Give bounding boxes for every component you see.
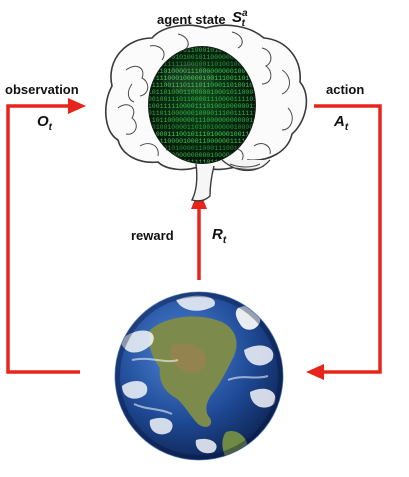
binary-row: 1111100111011101100011010010011000 bbox=[144, 82, 277, 89]
reward-arrow bbox=[191, 189, 207, 280]
action-symbol: At bbox=[334, 113, 348, 133]
observation-symbol-sub: t bbox=[48, 122, 53, 133]
observation-label: observation bbox=[5, 82, 79, 97]
reward-label: reward bbox=[131, 228, 174, 243]
binary-row: 0101101000110000010001011000000110 bbox=[144, 89, 277, 96]
observation-arrow bbox=[6, 98, 86, 374]
binary-row: 0101110001000001001110011011011001 bbox=[144, 75, 277, 82]
observation-symbol: Ot bbox=[37, 113, 52, 133]
binary-row: 0111101000011100000000010001000000 bbox=[144, 68, 277, 75]
earth-globe-icon bbox=[114, 291, 284, 461]
binary-row: 0001110000100011000000111101110001 bbox=[144, 138, 277, 145]
binary-row: 0011011000000100001110011111100101 bbox=[144, 110, 277, 117]
binary-row: 0100100010100101100000011100001000 bbox=[144, 54, 277, 61]
binary-code-icon: 0100010110011000101000110010011001010010… bbox=[144, 46, 277, 166]
binary-row: 0101001000011010010000010000101011 bbox=[144, 124, 277, 131]
reward-symbol-sub: t bbox=[222, 235, 227, 246]
state-symbol-base: S bbox=[232, 9, 243, 26]
binary-row: 1110001110010111010000100110010110 bbox=[144, 131, 277, 138]
observation-symbol-base: O bbox=[37, 113, 49, 130]
binary-row: 1100000000000000010000101011101101 bbox=[144, 152, 277, 159]
action-label: action bbox=[326, 82, 365, 97]
action-arrow bbox=[306, 104, 382, 380]
agent-state-symbol: Sat bbox=[232, 8, 248, 29]
agent-state-label: agent state bbox=[157, 12, 226, 27]
binary-row: 1111001010000110001110011110111111 bbox=[144, 145, 277, 152]
binary-row: 0001001110110000111000011110101110 bbox=[144, 96, 277, 103]
binary-row: 1100111110000111010010000001111000 bbox=[144, 103, 277, 110]
state-symbol-sup: a bbox=[242, 8, 248, 19]
action-symbol-base: A bbox=[334, 113, 345, 130]
binary-row: 0100010110011000101000110010011001 bbox=[144, 47, 277, 54]
state-symbol-sub: t bbox=[241, 18, 245, 29]
binary-row: 0000110111011111011110011100101100 bbox=[144, 159, 277, 166]
binary-row: 1001111111100000110100100101100110 bbox=[144, 61, 277, 68]
reward-symbol-base: R bbox=[212, 226, 223, 243]
reward-symbol: Rt bbox=[212, 226, 226, 246]
binary-row: 0110110000000111000000000001011101 bbox=[144, 117, 277, 124]
action-symbol-sub: t bbox=[344, 122, 349, 133]
